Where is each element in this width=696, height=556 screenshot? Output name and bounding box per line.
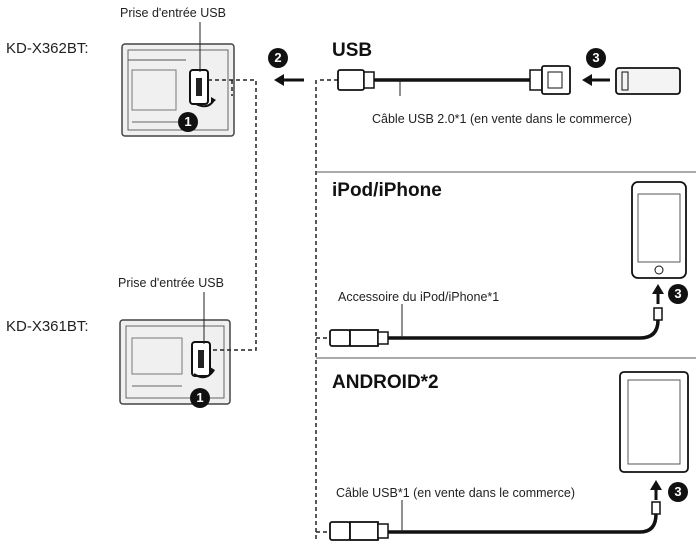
top-port-label: Prise d'entrée USB <box>120 6 226 20</box>
top-usb-port <box>189 69 216 108</box>
android-section-title: ANDROID*2 <box>332 372 439 393</box>
bottom-head-unit <box>119 319 231 405</box>
usb-cable <box>337 65 571 96</box>
step-3-android-badge: 3 <box>668 482 688 502</box>
step-3-usb-badge: 3 <box>586 48 606 68</box>
usb-section-title: USB <box>332 40 373 61</box>
android-cable <box>329 500 661 541</box>
dashed-connection <box>208 79 338 540</box>
bottom-model-label: KD-X361BT: <box>6 318 89 335</box>
arrow-step-3-android <box>650 480 662 500</box>
step-1-bottom-badge: 1 <box>190 388 210 408</box>
bottom-port-label: Prise d'entrée USB <box>118 276 224 290</box>
top-head-unit <box>121 43 235 137</box>
step-3-ipod-badge: 3 <box>668 284 688 304</box>
usb-cable-label: Câble USB 2.0*1 (en vente dans le commer… <box>372 112 632 126</box>
step-1-top-badge: 1 <box>178 112 198 132</box>
arrow-step-3-ipod <box>652 284 664 304</box>
android-cable-label: Câble USB*1 (en vente dans le commerce) <box>336 486 576 500</box>
arrow-step-2 <box>274 74 304 86</box>
ipod-accessory-label: Accessoire du iPod/iPhone*1 <box>338 290 500 304</box>
android-device <box>619 371 689 473</box>
top-model-label: KD-X362BT: <box>6 40 89 57</box>
bottom-usb-port <box>191 341 215 379</box>
step-2-badge: 2 <box>268 48 288 68</box>
usb-flash-drive <box>615 67 681 95</box>
ipod-cable <box>329 304 663 347</box>
iphone-device <box>631 181 687 279</box>
ipod-section-title: iPod/iPhone <box>332 180 442 201</box>
arrow-step-3-usb <box>582 74 610 86</box>
